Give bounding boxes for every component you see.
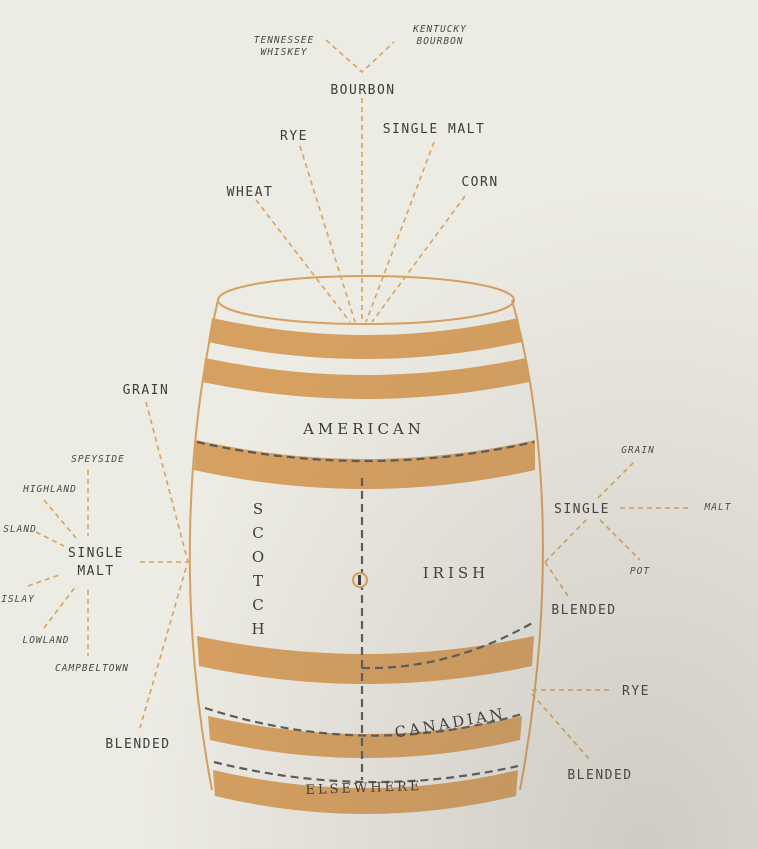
lowland-label: LOWLAND	[22, 635, 69, 646]
divider-canadian-top	[361, 621, 535, 670]
barrel-band-lower	[197, 636, 534, 684]
irish-pot-label: POT	[630, 566, 650, 577]
barrel-right-edge	[511, 299, 544, 791]
barrel-band-upper	[202, 358, 529, 399]
barrel-left-edge	[188, 299, 219, 791]
divider-elsewhere	[213, 760, 519, 784]
kentucky-bourbon-label-2: BOURBON	[416, 36, 463, 47]
bung-hole-stopper	[358, 575, 361, 585]
divider-american	[196, 440, 535, 463]
barrel-band-bottom-2	[213, 770, 518, 814]
barrel-band-middle	[194, 440, 535, 489]
corn-label: CORN	[461, 175, 498, 190]
wheat-label: WHEAT	[227, 185, 274, 200]
scotch-grain-label: GRAIN	[123, 383, 170, 398]
scotch-blended-label: BLENDED	[105, 737, 170, 752]
canadian-rye-label: RYE	[622, 684, 650, 699]
scotch-label: SCOTCH	[249, 500, 267, 644]
island-label: SLAND	[3, 524, 37, 535]
scotch-single-malt-label-1: SINGLE	[68, 546, 124, 561]
barrel-band-bottom-1	[208, 716, 522, 758]
barrel-band-top	[208, 318, 522, 359]
irish-grain-label: GRAIN	[621, 445, 655, 456]
irish-label: IRISH	[423, 564, 490, 582]
irish-malt-label: MALT	[704, 502, 732, 513]
kentucky-bourbon-label-1: KENTUCKY	[412, 24, 467, 35]
barrel	[188, 275, 544, 814]
tennessee-whiskey-label-1: TENNESSEE	[254, 35, 314, 46]
highland-label: HIGHLAND	[22, 484, 77, 495]
bourbon-label: BOURBON	[330, 83, 395, 98]
irish-blended-label: BLENDED	[551, 603, 616, 618]
elsewhere-label: ELSEWHERE	[305, 779, 422, 798]
speyside-label: SPEYSIDE	[71, 454, 125, 465]
rye-label: RYE	[280, 129, 308, 144]
irish-single-label: SINGLE	[554, 502, 610, 517]
single-malt-label: SINGLE MALT	[383, 122, 486, 137]
divider-canadian-bottom	[204, 706, 523, 737]
scotch-single-malt-label-2: MALT	[77, 564, 114, 579]
leader-lines	[27, 39, 692, 761]
barrel-opening	[217, 275, 515, 325]
tennessee-whiskey-label-2: WHISKEY	[260, 47, 307, 58]
canadian-blended-label: BLENDED	[567, 768, 632, 783]
islay-label: ISLAY	[1, 594, 35, 605]
campbeltown-label: CAMPBELTOWN	[55, 663, 129, 674]
american-label: AMERICAN	[302, 420, 425, 438]
